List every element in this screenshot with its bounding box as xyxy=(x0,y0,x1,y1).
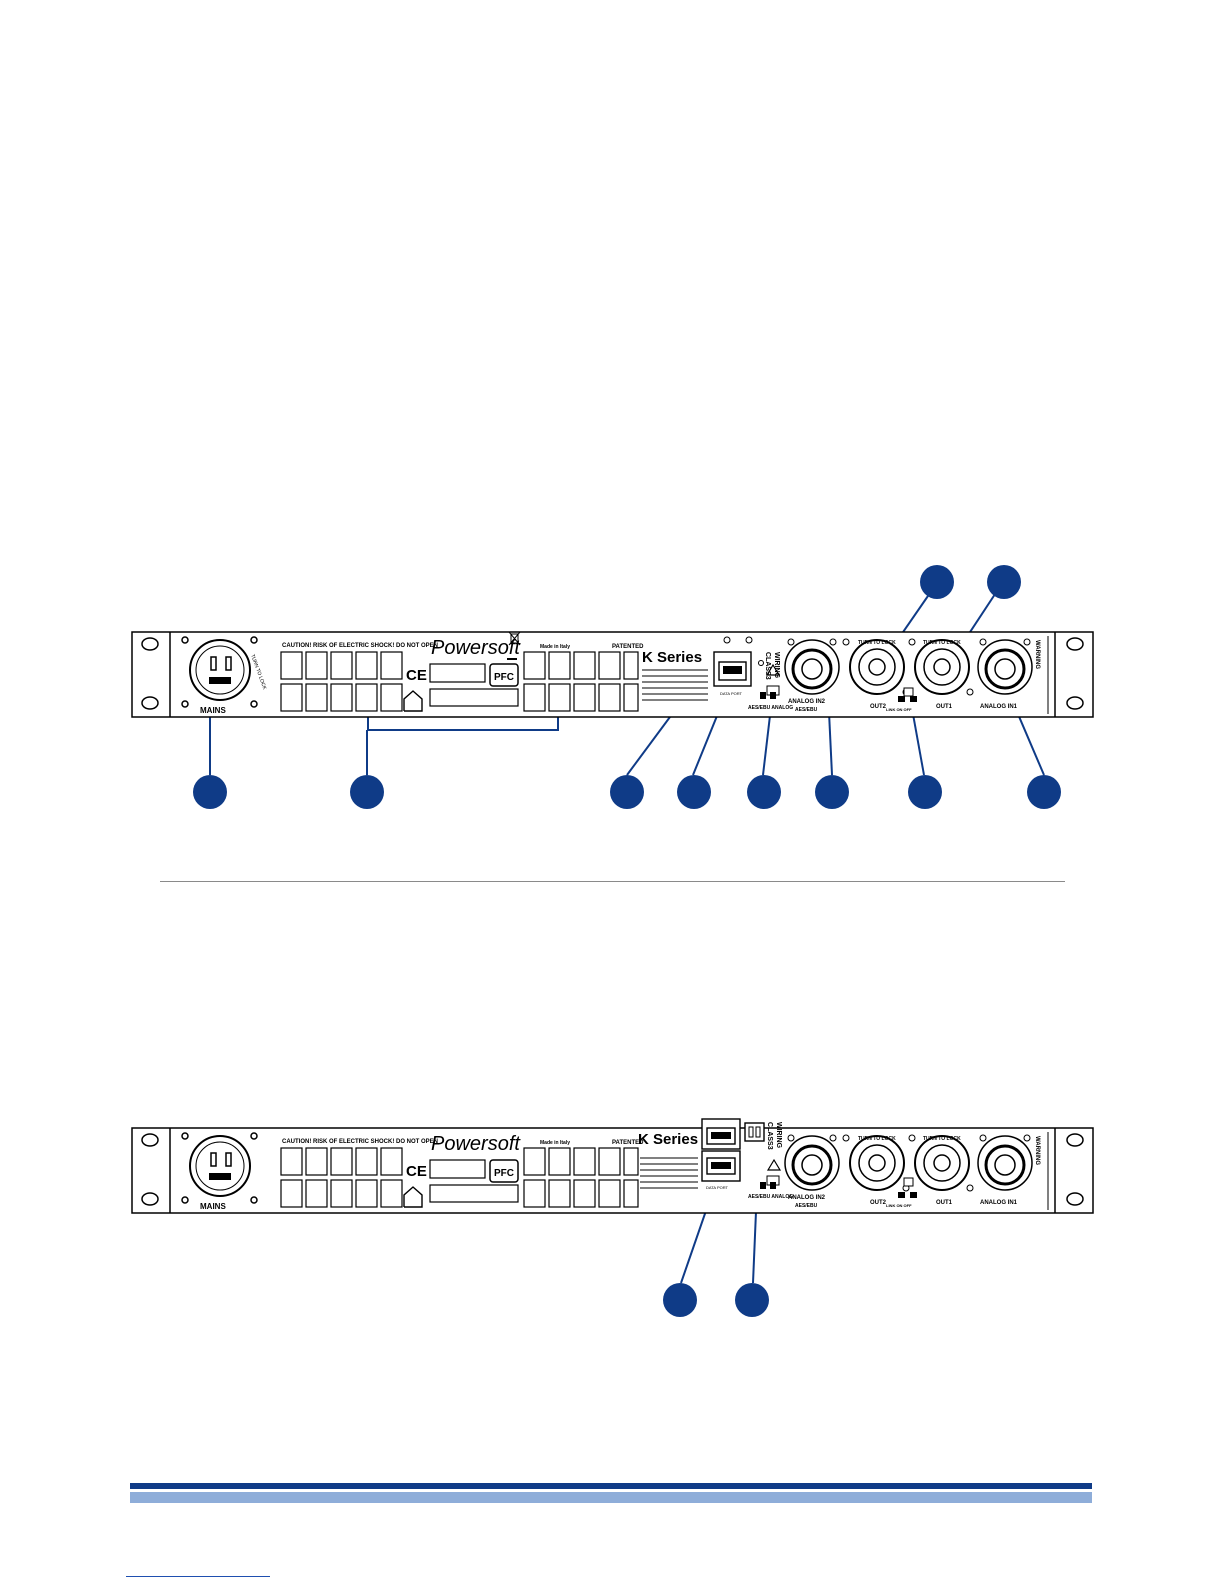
svg-text:WIRING: WIRING xyxy=(775,1122,782,1149)
footer-rule-light xyxy=(130,1492,1092,1503)
rack-hole-icon xyxy=(141,1133,159,1147)
callout-marker xyxy=(1027,775,1061,809)
patented-label: PATENTED xyxy=(612,644,644,650)
aes-ebu-label: AES/EBU xyxy=(795,707,818,713)
out1-connector-icon xyxy=(908,1134,974,1192)
turn-to-lock-out2: TURN TO LOCK xyxy=(858,1136,896,1142)
callout-marker xyxy=(193,775,227,809)
aes-ebu-label: AES/EBU xyxy=(795,1203,818,1209)
out1-label: OUT1 xyxy=(936,1200,953,1206)
callout-markers xyxy=(193,565,1061,809)
data-port-label: DATA PORT xyxy=(706,1185,729,1190)
callout-marker xyxy=(815,775,849,809)
pfc-badge-icon: PFC xyxy=(489,1159,519,1183)
class-wiring-label: CLASS3 xyxy=(764,652,771,680)
rack-hole-icon xyxy=(1066,1133,1084,1147)
callout-marker xyxy=(908,775,942,809)
series-label: K Series xyxy=(642,649,702,666)
caution-text: CAUTION! RISK OF ELECTRIC SHOCK! DO NOT … xyxy=(282,643,438,649)
callout-marker xyxy=(920,565,954,599)
footer-rule-dark xyxy=(130,1483,1092,1489)
callout-marker xyxy=(747,775,781,809)
analog-in1-connector-icon xyxy=(977,638,1033,695)
out2-connector-icon xyxy=(842,1134,910,1192)
aes-analog-label: AES/EBU ANALOG xyxy=(748,1194,793,1200)
brand-logo: Powersoft xyxy=(431,637,521,659)
rack-hole-icon xyxy=(141,637,159,651)
aes-analog-label: AES/EBU ANALOG xyxy=(748,705,793,711)
callout-marker xyxy=(350,775,384,809)
dip-switch-icon xyxy=(744,1122,765,1142)
warning-title: WARNING xyxy=(1034,640,1040,669)
warning-triangle-icon xyxy=(765,663,781,676)
rack-hole-icon xyxy=(1066,696,1084,710)
callout-marker xyxy=(663,1283,697,1317)
mains-label: MAINS xyxy=(200,1202,226,1211)
analog-in2-label: ANALOG IN2 xyxy=(788,699,826,705)
brand-logo: Powersoft xyxy=(431,1133,521,1155)
ce-mark: CE xyxy=(406,1163,427,1180)
svg-text:WIRING: WIRING xyxy=(773,652,780,679)
made-in-label: Made in Italy xyxy=(540,644,570,650)
analog-in1-connector-icon xyxy=(977,1134,1033,1191)
series-label: K Series xyxy=(638,1131,698,1148)
rear-panel-figure-1: MAINS TURN TO LOCK CAUTION! RISK OF ELEC… xyxy=(131,565,1094,809)
analog-in2-label: ANALOG IN2 xyxy=(788,1195,826,1201)
caution-text: CAUTION! RISK OF ELECTRIC SHOCK! DO NOT … xyxy=(282,1139,438,1145)
analog-in1-label: ANALOG IN1 xyxy=(980,704,1018,710)
rack-hole-icon xyxy=(141,696,159,710)
rack-hole-icon xyxy=(1066,637,1084,651)
footer-underline xyxy=(126,1576,270,1577)
rack-hole-icon xyxy=(141,1192,159,1206)
home-icon xyxy=(403,690,423,712)
dual-data-port-icon xyxy=(701,1118,741,1182)
rack-hole-icon xyxy=(1066,1192,1084,1206)
mains-connector-icon xyxy=(189,1135,251,1197)
callout-marker xyxy=(677,775,711,809)
link-on-off-label: LINK ON OFF xyxy=(886,1203,912,1208)
out2-label: OUT2 xyxy=(870,1200,887,1206)
analog-in2-connector-icon xyxy=(784,638,840,695)
turn-to-lock-out2: TURN TO LOCK xyxy=(858,640,896,646)
rear-panel-figure-2: MAINS CAUTION! RISK OF ELECTRIC SHOCK! D… xyxy=(131,1118,1094,1317)
mains-label: MAINS xyxy=(200,706,226,715)
out2-connector-icon xyxy=(842,638,910,696)
figure-separator xyxy=(160,881,1065,882)
callout-marker xyxy=(735,1283,769,1317)
analog-in2-connector-icon xyxy=(784,1134,840,1191)
weee-bin-icon xyxy=(508,631,521,646)
pfc-badge-icon: PFC xyxy=(489,663,519,687)
link-switch-icon xyxy=(898,1177,917,1198)
aes-analog-switch-icon xyxy=(760,1175,780,1189)
analog-in1-label: ANALOG IN1 xyxy=(980,1200,1018,1206)
callout-marker xyxy=(987,565,1021,599)
warning-title: WARNING xyxy=(1034,1136,1040,1165)
ce-mark: CE xyxy=(406,667,427,684)
link-switch-icon xyxy=(898,687,917,702)
svg-text:PFC: PFC xyxy=(494,1168,514,1179)
turn-to-lock-out1: TURN TO LOCK xyxy=(923,1136,961,1142)
link-on-off-label: LINK ON OFF xyxy=(886,707,912,712)
class-wiring-label: CLASS3 xyxy=(766,1122,773,1150)
status-leds-icon xyxy=(723,636,764,666)
out1-connector-icon xyxy=(908,638,974,696)
turn-to-lock-out1: TURN TO LOCK xyxy=(923,640,961,646)
patented-label: PATENTED xyxy=(612,1140,644,1146)
home-icon xyxy=(403,1186,423,1208)
made-in-label: Made in Italy xyxy=(540,1140,570,1146)
warning-triangle-icon xyxy=(766,1158,782,1171)
aes-analog-switch-icon xyxy=(760,685,780,699)
data-port-label: DATA PORT xyxy=(720,691,743,696)
callout-marker xyxy=(610,775,644,809)
mains-connector-icon xyxy=(189,639,251,701)
out1-label: OUT1 xyxy=(936,704,953,710)
data-port-icon xyxy=(713,651,752,687)
svg-text:PFC: PFC xyxy=(494,672,514,683)
out2-label: OUT2 xyxy=(870,704,887,710)
